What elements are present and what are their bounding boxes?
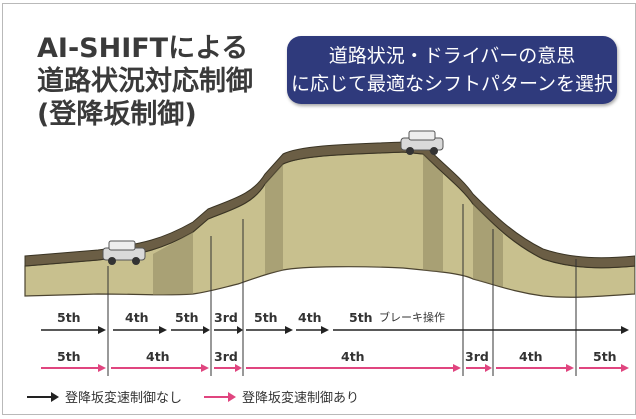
with-seg-4: 4th bbox=[341, 349, 365, 364]
without-seg-3: 5th bbox=[175, 310, 199, 325]
segment-dividers bbox=[107, 204, 577, 376]
badge-line-2: に応じて最適なシフトパターンを選択 bbox=[290, 73, 614, 95]
row-without-control: 5th 4th 5th 3rd 5th 4th 5th ブレーキ操作 bbox=[41, 310, 629, 334]
legend-with-label: 登降坂変速制御あり bbox=[242, 391, 360, 406]
with-seg-1: 5th bbox=[57, 349, 81, 364]
legend-pink-arrow-icon bbox=[204, 391, 237, 402]
summary-badge: 道路状況・ドライバーの意思 に応じて最適なシフトパターンを選択 bbox=[287, 36, 617, 104]
without-seg-6: 4th bbox=[298, 310, 322, 325]
without-seg-7: 5th bbox=[349, 310, 373, 325]
with-seg-5: 3rd bbox=[465, 349, 489, 364]
road-wall bbox=[24, 151, 635, 298]
with-seg-2: 4th bbox=[146, 349, 170, 364]
row-with-control: 5th 4th 3rd 4th 3rd 4th 5th bbox=[41, 349, 629, 372]
title-line-1: AI-SHIFTによる bbox=[37, 33, 249, 64]
without-seg-2: 4th bbox=[125, 310, 149, 325]
with-seg-7: 5th bbox=[593, 349, 617, 364]
car-icon-right bbox=[400, 130, 444, 155]
legend-black-arrow-icon bbox=[27, 391, 59, 402]
diagram-title: AI-SHIFTによる 道路状況対応制御 (登降坂制御) bbox=[37, 32, 253, 131]
title-line-2: 道路状況対応制御 bbox=[37, 66, 253, 97]
diagram: AI-SHIFTによる 道路状況対応制御 (登降坂制御) 道路状況・ドライバーの… bbox=[2, 3, 636, 415]
road-wall-shading bbox=[153, 154, 503, 295]
title-line-3: (登降坂制御) bbox=[37, 99, 197, 130]
without-seg-4: 3rd bbox=[214, 310, 238, 325]
with-seg-6: 4th bbox=[519, 349, 543, 364]
brake-note: ブレーキ操作 bbox=[379, 310, 445, 324]
car-icon-left bbox=[102, 240, 146, 265]
road-illustration: 5th 4th 5th 3rd 5th 4th 5th ブレーキ操作 5th 4… bbox=[24, 130, 635, 376]
with-seg-3: 3rd bbox=[214, 349, 238, 364]
legend: 登降坂変速制御なし 登降坂変速制御あり bbox=[27, 387, 359, 406]
without-seg-5: 5th bbox=[254, 310, 278, 325]
without-seg-1: 5th bbox=[57, 310, 81, 325]
badge-line-1: 道路状況・ドライバーの意思 bbox=[328, 45, 576, 67]
legend-without-label: 登降坂変速制御なし bbox=[65, 391, 183, 406]
